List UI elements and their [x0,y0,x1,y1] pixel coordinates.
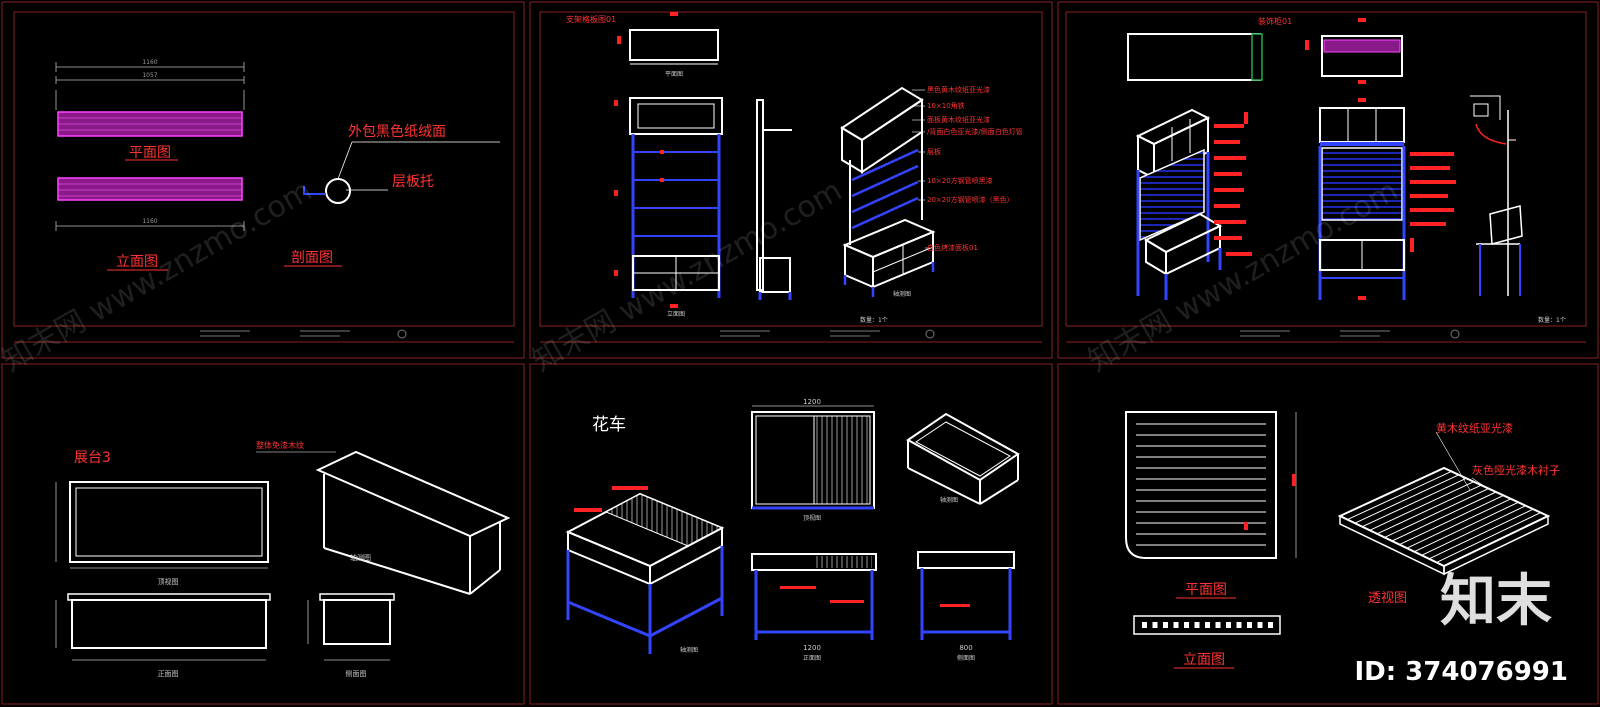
watermark-brand: 知末 [1440,569,1552,634]
front-caption: 正面图 [803,655,821,662]
notch [1194,622,1200,628]
tray-elevation [1133,615,1281,635]
iso-caption: 轴测图 [350,553,371,562]
rack-note: 黑色黄木纹纸亚光漆 [927,85,990,94]
dim-text: 1200 [803,644,821,652]
dim-text: 1057 [142,72,157,79]
sheet-frame-1 [1,1,525,359]
side-caption: 侧面图 [346,669,367,678]
top-caption: 顶视图 [158,577,179,586]
iso-slat [1399,494,1504,546]
sheet-6-tray: 平面图 立面图 黄木纹纸亚光漆 灰色哑光漆木衬子 透视图 [1125,411,1560,669]
rack-note: 20×20方钢管喷漆（黑色） [927,195,1014,204]
iso-slat [1369,481,1474,531]
shelf-elevation [57,177,243,201]
note-top: 支架格板图01 [566,14,616,24]
side-caption: 侧面图 [957,654,975,662]
diag-watermark: 知末网 www.znzmo.com [0,173,318,379]
iso-slat [1428,508,1534,560]
diag-watermark: 知末网 www.znzmo.com [1083,173,1405,379]
slat-panel [1321,147,1403,221]
dim-text: 1160 [142,59,157,66]
section-title: 剖面图 [291,250,333,266]
sheet-5-cart: 花车 1200 顶视图 轴测图 轴测图 [565,398,1020,662]
iso-slat [1362,477,1467,528]
sheet-frame-4 [1,363,525,705]
title-blocks [200,329,1460,339]
sheet-inner-1 [13,11,515,327]
sheet-2-rack: 支架格板图01 平面图 立面图 [566,12,1023,324]
iso-slat [1354,474,1460,524]
rack-note: 10×10角铁 [927,101,965,110]
qty-caption: 数量：1个 [860,316,888,324]
rack-note: 10×20方钢管喷黑漆 [927,176,993,185]
plan-title: 平面图 [129,145,171,161]
iso-slat [1391,491,1497,542]
notch [1257,622,1263,628]
dim-text: 1160 [142,218,157,225]
note-1: 黄木纹纸亚光漆 [1436,421,1513,435]
sheet-frame-3 [1057,1,1599,359]
iso-slat [1414,501,1519,553]
notch [1268,622,1273,628]
watermark-id: ID: 374076991 [1354,657,1568,687]
qty-caption: 数量：1个 [1538,316,1566,324]
sheet-frame-5 [529,363,1053,705]
plan-caption: 平面图 [665,71,683,78]
note-iso: 整体免漆木纹 [256,440,304,450]
notch [1173,622,1179,628]
sheet-frame-6 [1057,363,1599,705]
elevation-title: 立面图 [116,254,158,270]
sheet-4-platform: 展台3 顶视图 正面图 整体免漆木纹 轴测图 侧面图 [55,440,511,678]
iso-slat [1384,488,1489,538]
sheet-1-shelf: 1160 1057 1160 平面图 立面图 外包黑色纸绒面 层板托 剖面图 [55,59,500,271]
box-caption: 轴测图 [940,496,958,504]
iso-title: 透视图 [1368,591,1407,606]
sheet-frame-2 [529,1,1053,359]
tray-plan [1125,411,1277,559]
sheet-3-cabinet: 装饰柜01 [1127,16,1566,324]
front-caption: 立面图 [667,310,685,318]
note-bracket: 层板托 [392,174,434,190]
notch [1226,622,1231,628]
notch [1184,622,1189,628]
iso-slat [1376,484,1482,535]
elevation-title: 立面图 [1183,652,1225,668]
front-caption: 正面图 [158,670,179,678]
notch [1247,622,1252,628]
iso-slat [1436,512,1541,563]
iso-caption: 轴测图 [893,290,911,298]
dim-text: 800 [959,644,972,652]
dim-text: 1200 [803,398,821,406]
iso-slat [1421,505,1526,556]
note-wrap: 外包黑色纸绒面 [348,123,446,140]
platform-title: 展台3 [74,450,111,466]
diag-watermark: 知末网 www.znzmo.com [527,173,849,379]
top-caption: 顶视图 [803,514,821,522]
notch [1205,622,1210,628]
plan-title: 平面图 [1185,582,1227,598]
cart-title: 花车 [592,415,626,435]
iso-slat [1406,498,1512,549]
rack-note: 面板黄木纹纸亚光漆 [927,115,990,124]
iso-slat [1347,470,1452,521]
rack-note: 层板 [927,147,941,156]
rack-plan [629,29,719,61]
note-top: 装饰柜01 [1258,16,1292,26]
notch [1163,622,1168,628]
iso-caption: 轴测图 [680,646,698,654]
notch [1142,622,1147,628]
rack-note: 白色烤漆面板01 [927,243,978,252]
note-2: 灰色哑光漆木衬子 [1472,463,1560,477]
notch [1236,622,1242,628]
notch [1215,622,1221,628]
section-detail [325,178,351,204]
rack-note: /背面白色亚光漆/侧面白色灯管 [927,127,1023,136]
notch [1152,622,1158,628]
